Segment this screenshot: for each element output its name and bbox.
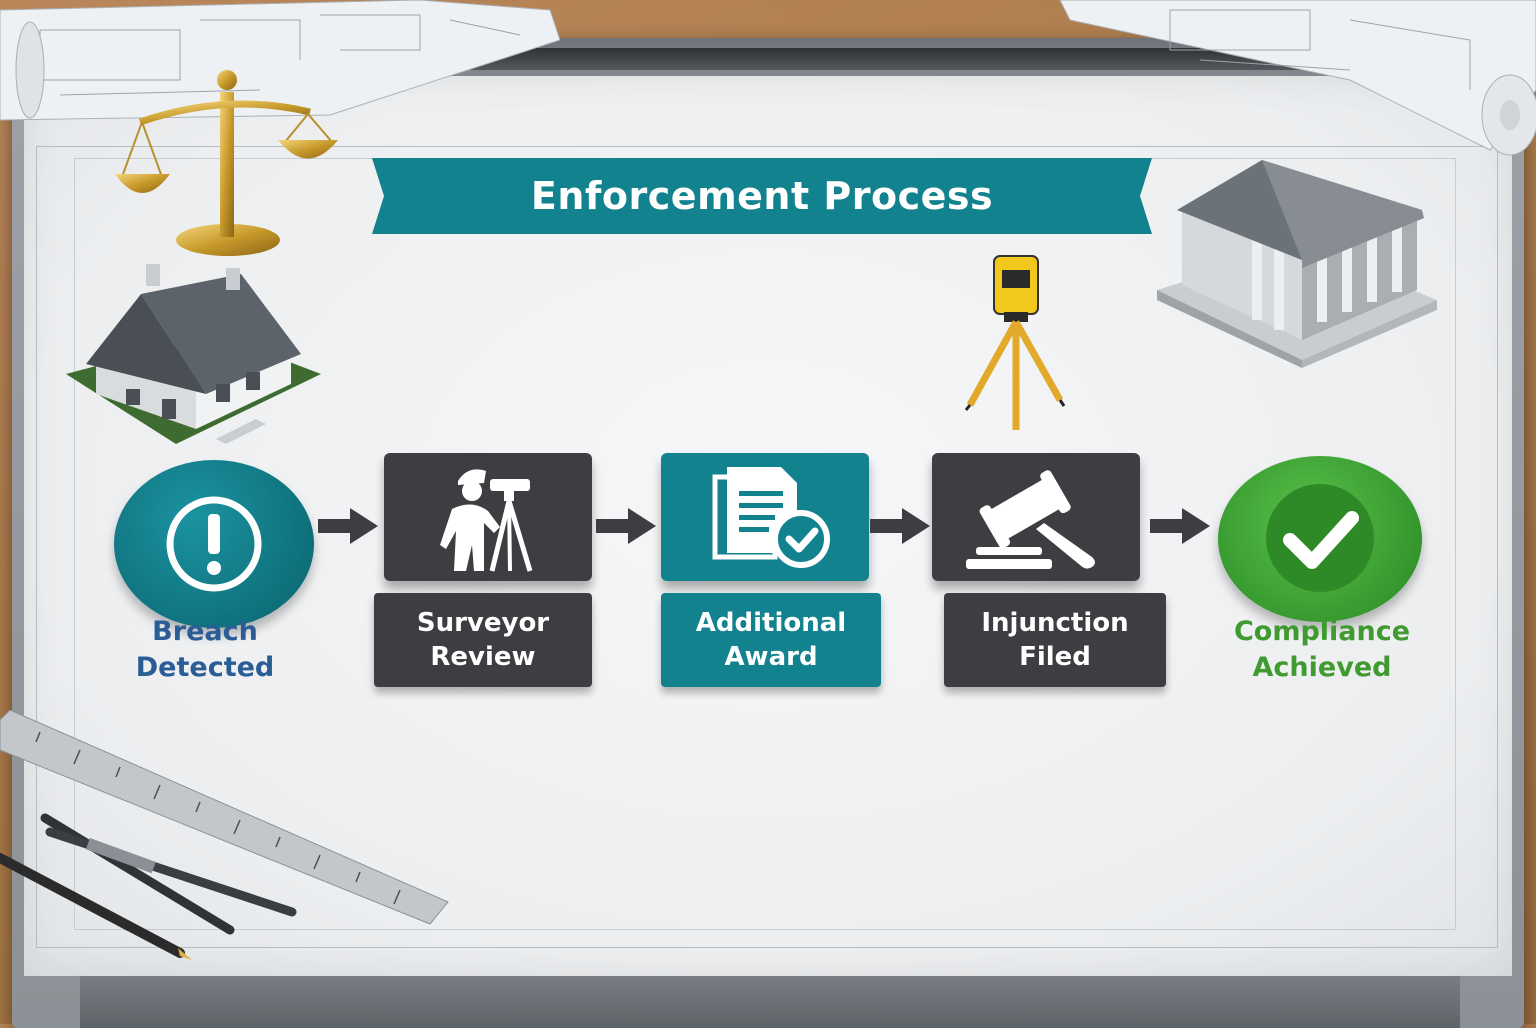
exclamation-icon — [166, 496, 262, 592]
step-label-compliance-achieved: Compliance Achieved — [1233, 616, 1411, 683]
arrow-icon — [596, 508, 656, 544]
step-injunction-filed — [932, 453, 1140, 581]
blueprint-rolls-left — [0, 0, 560, 121]
page-title: Enforcement Process — [530, 174, 994, 218]
arrow-icon — [318, 508, 378, 544]
title-banner: Enforcement Process — [372, 158, 1152, 234]
arrow-icon — [1150, 508, 1210, 544]
step-additional-award — [661, 453, 869, 581]
checkmark-icon — [1266, 484, 1374, 592]
step-label-surveyor-review: Surveyor Review — [374, 593, 592, 687]
document-check-icon — [712, 467, 830, 568]
ruler — [0, 710, 449, 925]
board-stand — [80, 968, 1460, 1028]
step-label-additional-award: Additional Award — [661, 593, 881, 687]
scales-of-justice-icon — [115, 70, 338, 256]
gavel-icon — [966, 470, 1095, 569]
step-label-breach-detected: Breach Detected — [135, 616, 275, 683]
house-icon — [66, 264, 321, 444]
step-label-injunction-filed: Injunction Filed — [944, 593, 1166, 687]
pens — [0, 813, 297, 960]
blueprint-rolls-right — [1059, 0, 1536, 156]
tripod-level-icon — [964, 255, 1066, 430]
step-breach-detected — [114, 460, 314, 628]
step-surveyor-review — [384, 453, 592, 581]
arrow-icon — [870, 508, 930, 544]
courthouse-icon — [1157, 160, 1437, 368]
step-compliance-achieved — [1218, 456, 1422, 622]
paper-border — [36, 146, 1498, 948]
surveyor-icon — [440, 469, 533, 572]
